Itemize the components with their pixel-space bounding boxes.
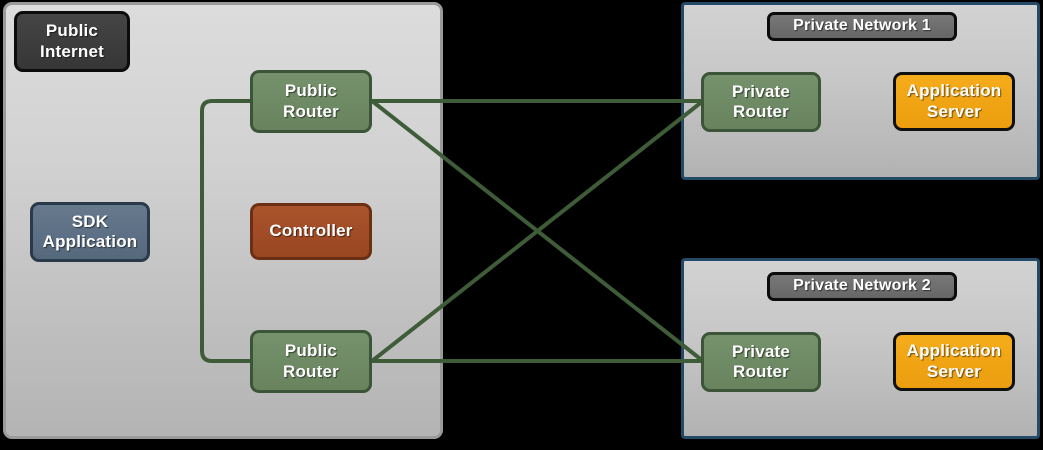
private-router-1-node[interactable]: Private Router — [701, 72, 821, 132]
private-network-2-title: Private Network 2 — [767, 272, 957, 301]
application-server-2-node[interactable]: Application Server — [893, 332, 1015, 391]
sdk-application-label-line1: SDK — [71, 211, 109, 231]
public-router-top-label-line1: Public — [284, 81, 338, 101]
controller-node[interactable]: Controller — [250, 203, 372, 260]
public-router-top-node[interactable]: Public Router — [250, 70, 372, 133]
private-router-2-label-line1: Private — [731, 341, 791, 361]
application-server-2-label-line2: Server — [926, 361, 982, 381]
public-internet-label-line1: Public — [45, 21, 99, 41]
private-network-1-title-label: Private Network 1 — [793, 17, 931, 35]
sdk-application-label-line2: Application — [42, 232, 138, 251]
application-server-1-label-line1: Application — [906, 81, 1002, 101]
private-router-1-label-line1: Private — [731, 81, 791, 101]
application-server-1-label-line2: Server — [926, 101, 982, 121]
private-network-1-title: Private Network 1 — [767, 12, 957, 41]
public-internet-label: Public Internet — [14, 11, 130, 72]
public-router-top-label-line2: Router — [283, 101, 339, 121]
public-router-bottom-node[interactable]: Public Router — [250, 330, 372, 393]
public-router-bottom-label-line2: Router — [283, 361, 339, 381]
sdk-application-node[interactable]: SDK Application — [30, 202, 150, 262]
controller-label: Controller — [269, 221, 353, 241]
private-router-2-node[interactable]: Private Router — [701, 332, 821, 392]
application-server-1-node[interactable]: Application Server — [893, 72, 1015, 131]
public-internet-label-line2: Internet — [40, 41, 104, 61]
private-router-2-label-line2: Router — [733, 362, 789, 381]
public-router-bottom-label-line1: Public — [284, 341, 338, 361]
private-network-2-title-label: Private Network 2 — [793, 277, 931, 295]
private-router-1-label-line2: Router — [733, 102, 789, 121]
application-server-2-label-line1: Application — [906, 341, 1002, 361]
